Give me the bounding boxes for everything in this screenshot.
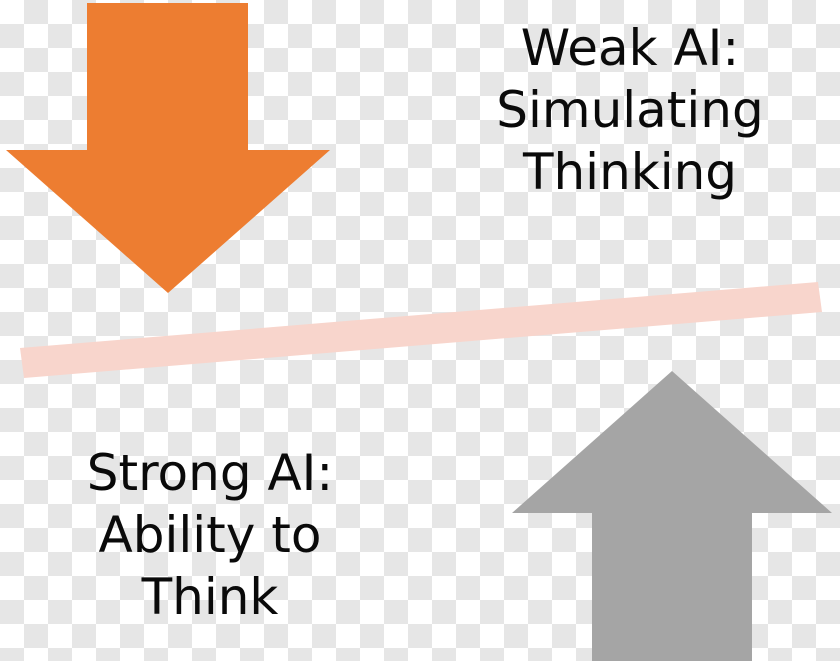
strong-ai-label: Strong AI: Ability to Think <box>60 442 360 628</box>
strong-ai-line2: Ability to <box>98 506 322 564</box>
weak-ai-title: Weak AI: <box>520 19 740 77</box>
weak-ai-line3: Thinking <box>522 143 738 201</box>
arrow-down-icon <box>6 3 330 293</box>
weak-ai-line2: Simulating <box>496 81 764 139</box>
strong-ai-line3: Think <box>141 568 279 626</box>
arrow-up-icon <box>512 371 832 661</box>
balance-beam <box>20 282 822 378</box>
strong-ai-title: Strong AI: <box>86 444 334 502</box>
weak-ai-label: Weak AI: Simulating Thinking <box>470 17 790 203</box>
